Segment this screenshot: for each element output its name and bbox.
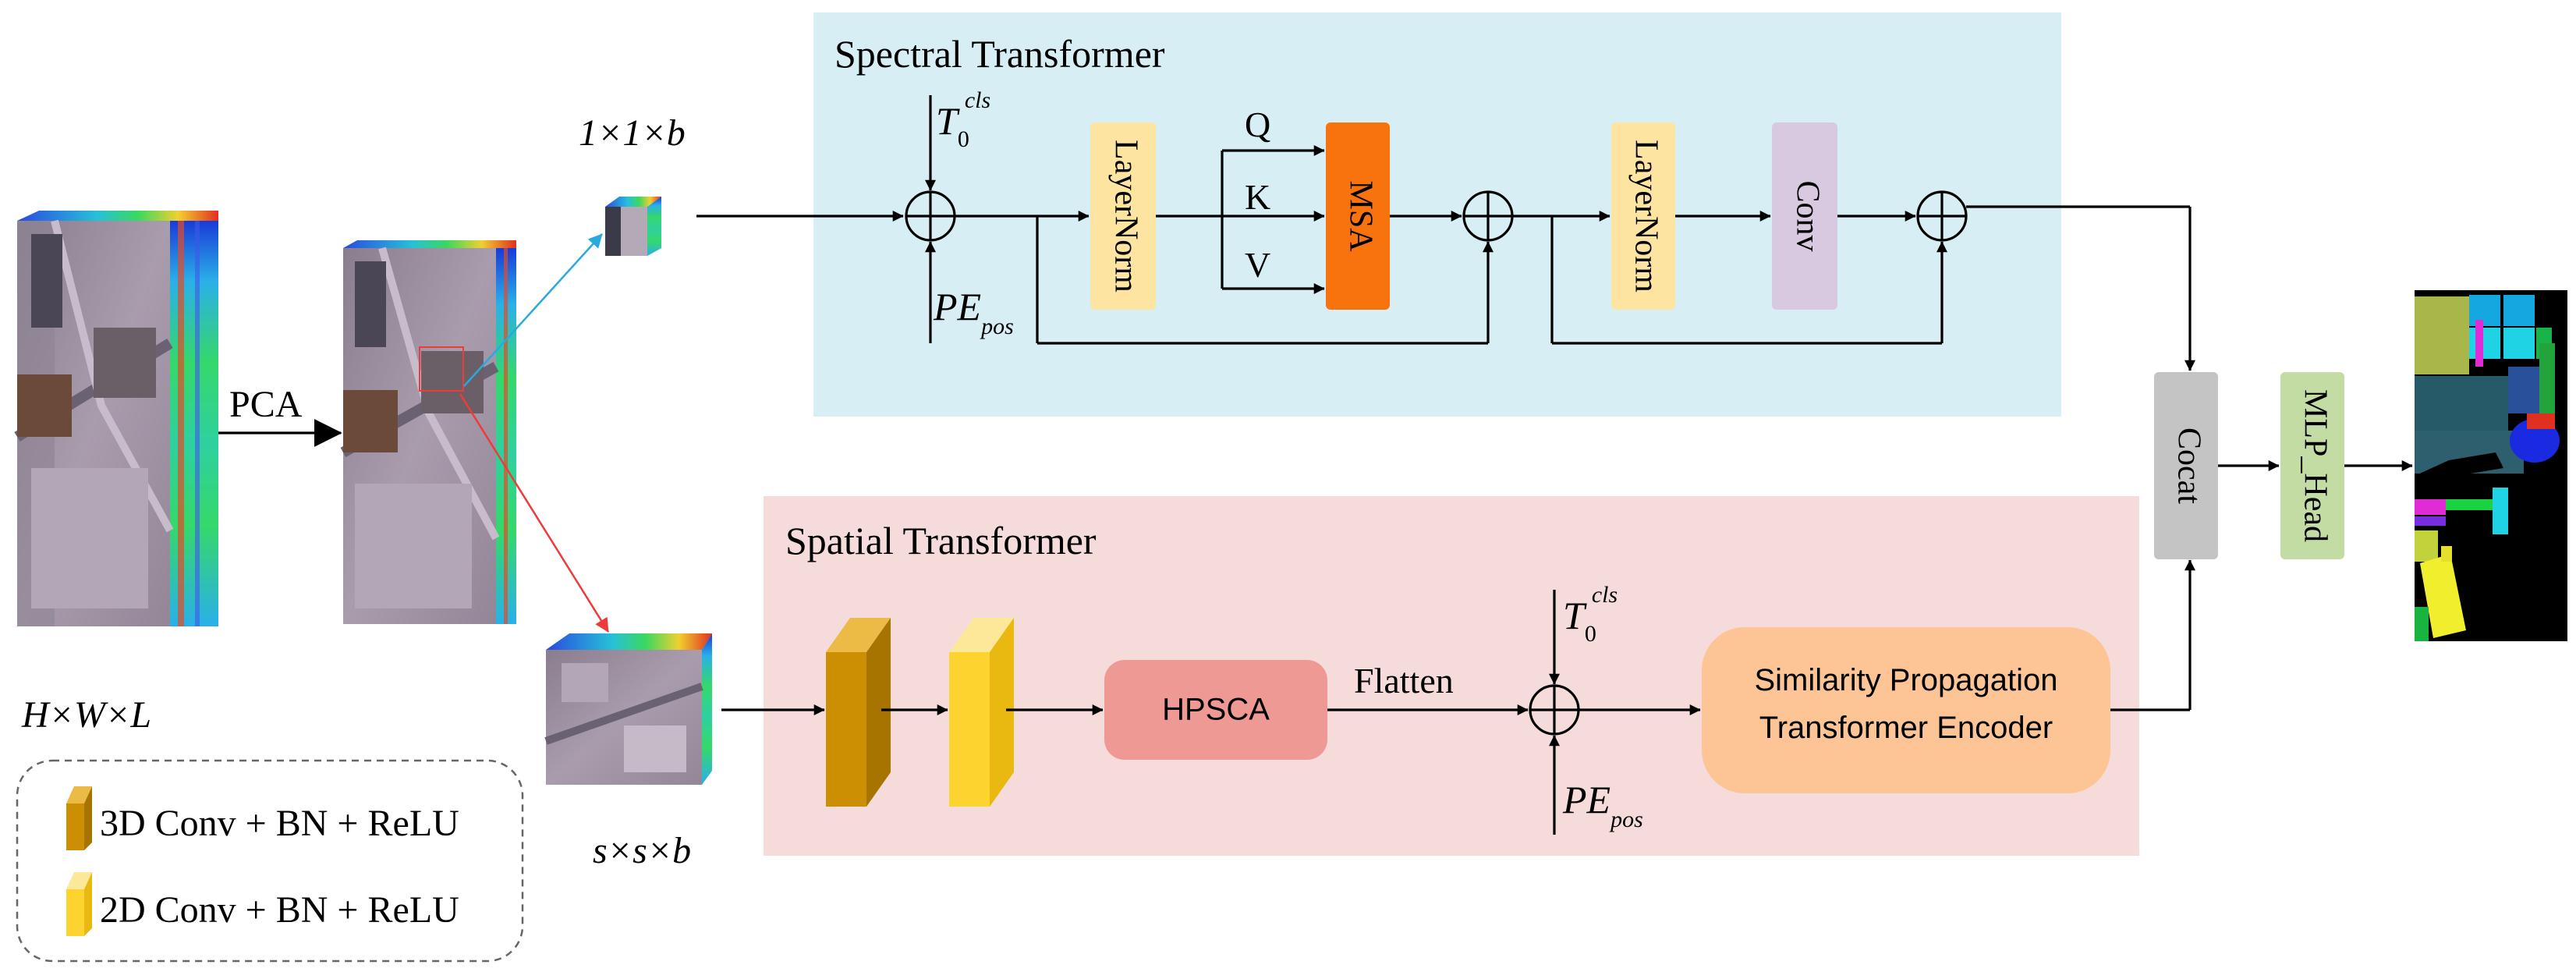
v-label: V [1245, 245, 1270, 285]
concat-box [2154, 372, 2218, 559]
layernorm-2-label: LayerNorm [1628, 140, 1664, 293]
spatial-pos-token: PEpos [1562, 778, 1643, 832]
spatial-cls-token: T0cls [1563, 582, 1618, 647]
legend-3d-icon [66, 786, 92, 850]
legend-2d-icon [66, 872, 92, 936]
legend-3d-label: 3D Conv + BN + ReLU [100, 803, 459, 844]
spectral-vector-cube [605, 197, 661, 256]
spatial-patch-cube [544, 633, 712, 785]
spectral-pos-token: PEpos [933, 285, 1014, 339]
spatial-projection-line [459, 393, 610, 633]
encoder-box [1702, 627, 2110, 793]
spectral-cls-token: T0cls [936, 87, 990, 152]
legend-box [16, 759, 524, 963]
mlp-head-box [2280, 372, 2344, 559]
spatial-title: Spatial Transformer [785, 519, 1097, 562]
conv-box [1772, 122, 1837, 310]
pca-label: PCA [229, 384, 303, 425]
classification-map [2415, 290, 2567, 641]
spectral-projection-line [463, 233, 603, 387]
conv-label: Conv [1789, 180, 1825, 251]
legend-2d-label: 2D Conv + BN + ReLU [100, 889, 459, 931]
spectral-title: Spectral Transformer [834, 32, 1165, 76]
hsi-cube [14, 211, 218, 626]
pca-cube [340, 240, 516, 624]
conv2d-block [949, 618, 1014, 807]
msa-label: MSA [1342, 180, 1378, 252]
flatten-label: Flatten [1354, 661, 1454, 701]
q-label: Q [1245, 105, 1270, 144]
layernorm-2-box [1611, 122, 1675, 310]
spectral-size-label: 1×1×b [579, 112, 686, 154]
cube-size-label: H×W×L [21, 694, 151, 736]
spectral-panel [813, 12, 2061, 417]
hpsca-label: HPSCA [1162, 693, 1270, 727]
hpsca-box [1104, 660, 1327, 760]
encoder-label-line2: Transformer Encoder [1759, 711, 2053, 745]
spatial-size-label: s×s×b [593, 830, 691, 871]
encoder-label-line1: Similarity Propagation [1754, 663, 2057, 697]
mlp-head-label: MLP_Head [2297, 389, 2333, 542]
concat-label: Cocat [2170, 427, 2206, 504]
layernorm-1-label: LayerNorm [1107, 140, 1143, 293]
conv3d-block [826, 618, 891, 807]
layernorm-1-box [1090, 122, 1156, 310]
msa-box [1326, 122, 1390, 310]
k-label: K [1245, 177, 1270, 217]
